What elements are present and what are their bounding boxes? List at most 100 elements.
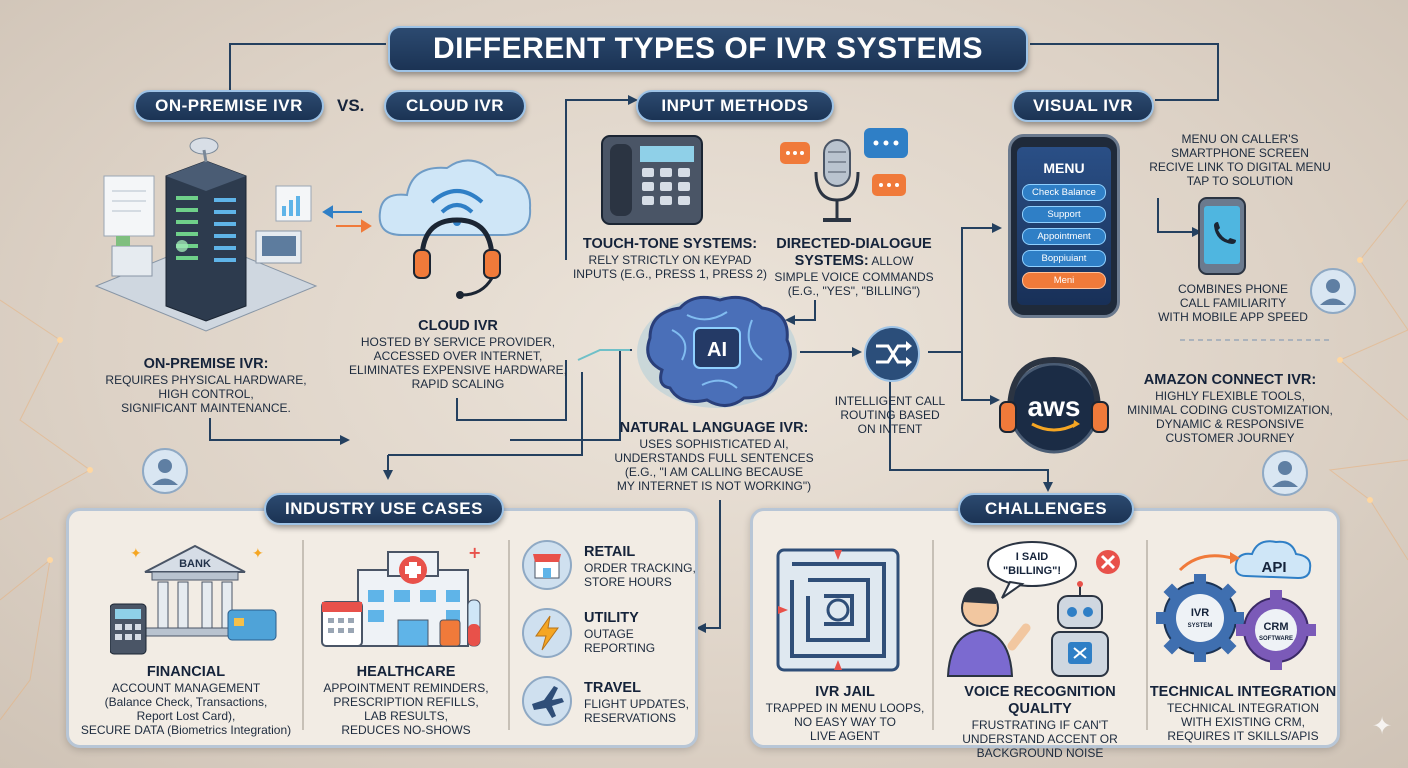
bank-icon: BANK ✦ ✦ xyxy=(110,544,277,655)
financial-title: FINANCIAL xyxy=(146,664,226,680)
ivr-jail-title: IVR JAIL xyxy=(815,684,875,700)
amazon-line2: MINIMAL CODING CUSTOMIZATION, xyxy=(1127,403,1333,417)
vs-label: VS. xyxy=(337,96,365,115)
lightning-icon xyxy=(522,608,572,658)
travel-description: TRAVEL FLIGHT UPDATES, RESERVATIONS xyxy=(584,680,696,725)
retail-store-icon xyxy=(522,540,572,590)
travel-title: TRAVEL xyxy=(584,680,641,696)
financial-line4a: SECURE DATA xyxy=(80,723,164,737)
nl-line2: UNDERSTANDS FULL SENTENCES xyxy=(614,451,814,465)
divider xyxy=(508,540,510,730)
travel-line2: RESERVATIONS xyxy=(584,711,677,725)
combine-line3: WITH MOBILE APP SPEED xyxy=(1158,310,1308,324)
amazon-line1: HIGHLY FLEXIBLE TOOLS, xyxy=(1155,389,1305,403)
gear1-line2: SYSTEM xyxy=(1188,623,1213,629)
divider xyxy=(1146,540,1148,730)
user-avatar-icon xyxy=(1262,450,1308,496)
gear2-line2: SOFTWARE xyxy=(1259,636,1293,642)
utility-title: UTILITY xyxy=(584,610,639,626)
voice-title: VOICE RECOGNITION QUALITY xyxy=(964,684,1116,717)
retail-line2: STORE HOURS xyxy=(584,575,672,589)
amazon-title: AMAZON CONNECT IVR: xyxy=(1143,372,1317,388)
voice-line1: FRUSTRATING IF CAN'T xyxy=(971,718,1109,732)
svg-text:+: + xyxy=(468,543,481,562)
cloud-description: CLOUD IVR HOSTED BY SERVICE PROVIDER, AC… xyxy=(348,318,568,391)
industry-header: INDUSTRY USE CASES xyxy=(264,493,504,525)
tech-line1: TECHNICAL INTEGRATION xyxy=(1166,701,1319,715)
menu-item-check-balance[interactable]: Check Balance xyxy=(1022,184,1106,201)
user-avatar-icon xyxy=(1310,268,1356,314)
speech-line1: I SAID xyxy=(1016,551,1048,563)
healthcare-line2: PRESCRIPTION REFILLS, xyxy=(333,695,479,709)
routing-line1: INTELLIGENT CALL xyxy=(834,394,946,408)
gear2-line1: CRM xyxy=(1263,621,1288,633)
visual-ivr-header: VISUAL IVR xyxy=(1012,90,1154,122)
directed-title: DIRECTED-DIALOGUE xyxy=(776,236,932,252)
visual-ivr-description: MENU ON CALLER'S SMARTPHONE SCREEN RECIV… xyxy=(1130,132,1350,188)
retail-description: RETAIL ORDER TRACKING, STORE HOURS xyxy=(584,544,696,589)
visual-desc-line2: SMARTPHONE SCREEN xyxy=(1171,146,1309,160)
cloud-line1: HOSTED BY SERVICE PROVIDER, xyxy=(360,335,556,349)
microphone-chat-icon xyxy=(780,128,908,222)
nl-line1: USES SOPHISTICATED AI, xyxy=(639,437,789,451)
nl-title: NATURAL LANGUAGE IVR: xyxy=(619,420,809,436)
integration-gears-icon: API IVR SYSTEM CRM SOFTWARE xyxy=(1156,540,1316,670)
voice-line2: UNDERSTAND ACCENT OR xyxy=(962,732,1118,746)
onprem-line1: REQUIRES PHYSICAL HARDWARE, xyxy=(105,373,307,387)
onprem-line3: SIGNIFICANT MAINTENANCE. xyxy=(121,401,291,415)
touch-tone-description: TOUCH-TONE SYSTEMS: RELY STRICTLY ON KEY… xyxy=(570,236,770,281)
maze-icon xyxy=(776,548,900,672)
api-label: API xyxy=(1261,559,1286,576)
visual-desc-line4: TAP TO SOLUTION xyxy=(1186,174,1294,188)
touch-tone-line1: RELY STRICTLY ON KEYPAD xyxy=(588,253,752,267)
healthcare-line1: APPOINTMENT REMINDERS, xyxy=(323,681,489,695)
server-rack-illustration xyxy=(94,137,318,332)
touch-tone-title: TOUCH-TONE SYSTEMS: xyxy=(582,236,758,252)
visual-desc-line3: RECIVE LINK TO DIGITAL MENU xyxy=(1149,160,1331,174)
divider xyxy=(932,540,934,730)
tech-line3: REQUIRES IT SKILLS/APIs xyxy=(1167,729,1319,743)
routing-line2: ROUTING BASED xyxy=(840,408,940,422)
cloud-line3: ELIMINATES EXPENSIVE HARDWARE, xyxy=(348,363,568,377)
menu-item-boppiuiant[interactable]: Boppiuiant xyxy=(1022,250,1106,267)
aws-headset-logo: aws xyxy=(999,356,1109,454)
financial-line3: Report Lost Card), xyxy=(136,709,236,723)
nl-line4: MY INTERNET IS NOT WORKING") xyxy=(616,479,812,493)
svg-text:✦: ✦ xyxy=(252,546,264,562)
nl-line3: (E.G., "I AM CALLING BECAUSE xyxy=(624,465,804,479)
bank-sign-text: BANK xyxy=(179,558,211,570)
jail-line1: TRAPPED IN MENU LOOPS, xyxy=(765,701,925,715)
svg-text:✦: ✦ xyxy=(130,546,142,562)
amazon-connect-description: AMAZON CONNECT IVR: HIGHLY FLEXIBLE TOOL… xyxy=(1110,372,1350,445)
visual-desc-line1: MENU ON CALLER'S xyxy=(1181,132,1299,146)
onprem-title: ON-PREMISE IVR: xyxy=(143,356,269,372)
utility-line2: REPORTING xyxy=(584,641,656,655)
menu-item-appointment[interactable]: Appointment xyxy=(1022,228,1106,245)
cloud-headset-icon xyxy=(378,159,532,299)
voice-recognition-description: VOICE RECOGNITION QUALITY FRUSTRATING IF… xyxy=(934,684,1146,760)
phone-call-icon xyxy=(1198,197,1246,275)
financial-line4b: (Biometrics Integration) xyxy=(163,723,292,737)
voice-line3: BACKGROUND NOISE xyxy=(976,746,1104,760)
onprem-line2: HIGH CONTROL, xyxy=(158,387,254,401)
tech-line2: WITH EXISTING CRM, xyxy=(1181,715,1305,729)
directed-line3: (E.G., "YES", "BILLING") xyxy=(787,284,921,298)
combine-line2: CALL FAMILIARITY xyxy=(1179,296,1287,310)
menu-item-support[interactable]: Support xyxy=(1022,206,1106,223)
healthcare-line4: REDUCES NO-SHOWS xyxy=(341,723,471,737)
financial-description: FINANCIAL ACCOUNT MANAGEMENT (Balance Ch… xyxy=(70,664,302,737)
directed-line2: SIMPLE VOICE COMMANDS xyxy=(774,270,934,284)
cloud-title: CLOUD IVR xyxy=(418,318,498,334)
divider xyxy=(302,540,304,730)
routing-description: INTELLIGENT CALL ROUTING BASED ON INTENT xyxy=(820,394,960,436)
combine-line1: COMBINES PHONE xyxy=(1177,282,1288,296)
amazon-line4: CUSTOMER JOURNEY xyxy=(1165,431,1295,445)
healthcare-line3: LAB RESULTS, xyxy=(364,709,448,723)
menu-item-meni[interactable]: Meni xyxy=(1022,272,1106,289)
keypad-phone-icon xyxy=(601,135,703,225)
amazon-line3: DYNAMIC & RESPONSIVE xyxy=(1155,417,1305,431)
directed-title2: SYSTEMS: xyxy=(794,253,869,269)
cloud-header: CLOUD IVR xyxy=(384,90,526,122)
page-title: DIFFERENT TYPES OF IVR SYSTEMS xyxy=(388,26,1028,72)
